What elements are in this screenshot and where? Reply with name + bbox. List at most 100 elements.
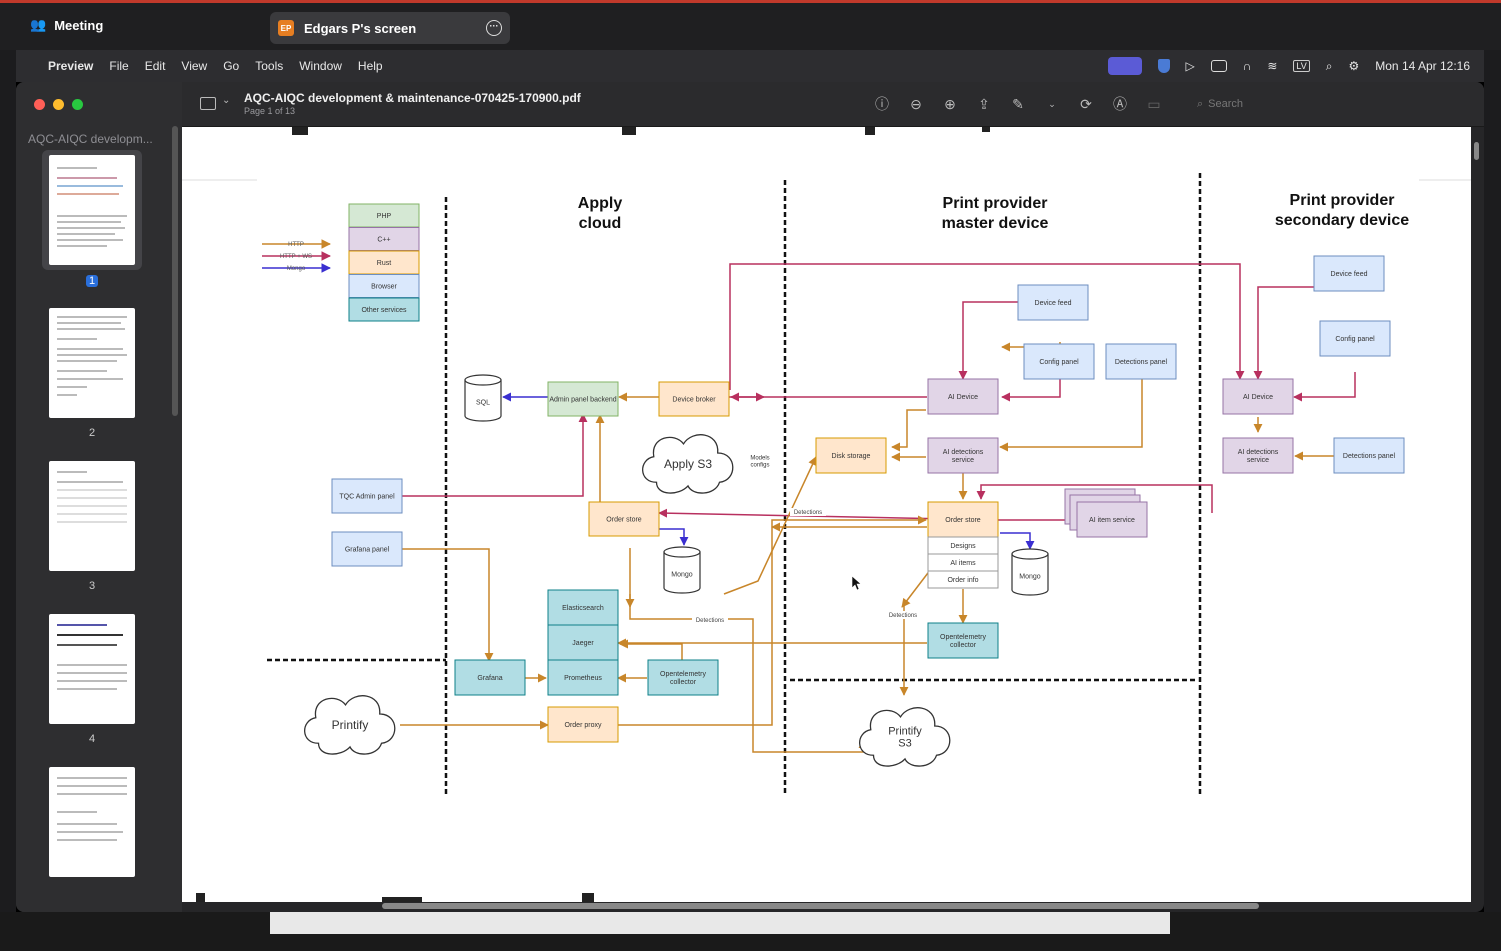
page-thumbnail-5[interactable] <box>49 767 135 877</box>
form-fill-icon[interactable]: ▭ <box>1147 95 1161 112</box>
page-thumbnail-3[interactable] <box>49 461 135 571</box>
info-icon[interactable]: ⓘ <box>875 96 889 112</box>
otel-collector-cloud-label: Opentelemetry <box>660 671 706 678</box>
page-horizontal-scrollbar[interactable] <box>382 903 1259 909</box>
device-broker[interactable] <box>658 381 730 417</box>
meeting-bar: 👥 Meeting EP Edgars P's screen ··· <box>0 0 1501 50</box>
apply-s3-cloud[interactable] <box>642 434 734 494</box>
search-field[interactable]: ⌕ Search <box>1197 93 1297 115</box>
tqc-admin-panel[interactable] <box>331 478 403 514</box>
ai-detections-service-secondary-label: AI detections <box>1238 449 1279 456</box>
close-icon[interactable] <box>34 99 45 110</box>
device-feed-secondary-label: Device feed <box>1331 271 1368 278</box>
page-thumbnail-4[interactable] <box>49 614 135 724</box>
minimize-icon[interactable] <box>53 99 64 110</box>
zoom-in-icon[interactable]: ⊕ <box>944 95 956 112</box>
page-footer-fragments <box>196 893 594 902</box>
config-panel-secondary[interactable] <box>1319 320 1391 357</box>
menu-view[interactable]: View <box>181 59 208 73</box>
headphones-icon[interactable]: ∩ <box>1242 59 1252 73</box>
legend-arrow-label: HTTP <box>288 242 304 248</box>
admin-panel-backend[interactable] <box>547 381 619 417</box>
grafana[interactable] <box>454 659 526 696</box>
screen-share-status-icon[interactable] <box>1107 57 1142 75</box>
menu-app-name[interactable]: Preview <box>48 59 94 73</box>
page-thumbnail-2[interactable] <box>49 308 135 418</box>
clock[interactable]: Mon 14 Apr 12:16 <box>1375 59 1470 73</box>
presenter-badge: EP <box>278 20 294 36</box>
otel-collector-master-label: Opentelemetry <box>940 634 986 641</box>
detections-edge-label: Detections <box>794 510 822 516</box>
diagram-edge <box>958 301 1018 380</box>
zoom-out-icon[interactable]: ⊖ <box>910 95 922 112</box>
otel-collector-master[interactable] <box>927 622 999 659</box>
play-icon[interactable]: ▷ <box>1185 59 1195 73</box>
mongo-master[interactable] <box>1011 548 1049 596</box>
ai-detections-service-secondary[interactable] <box>1222 437 1294 474</box>
spotlight-icon[interactable]: ⌕ <box>1325 58 1333 73</box>
diagram-edge <box>999 362 1143 452</box>
section-title-master: Print provider <box>943 195 1048 212</box>
input-language[interactable]: LV <box>1293 60 1310 72</box>
menu-go[interactable]: Go <box>223 59 240 73</box>
meeting-title-label: Meeting <box>54 17 104 33</box>
ai-item-service-label: AI item service <box>1089 517 1135 524</box>
order-store-master[interactable] <box>927 501 999 538</box>
ai-device-secondary[interactable] <box>1222 378 1294 415</box>
meeting-title[interactable]: 👥 Meeting <box>30 17 103 33</box>
order-store-cloud[interactable] <box>588 501 660 537</box>
device-feed-secondary[interactable] <box>1313 255 1385 292</box>
order-info-table[interactable] <box>927 570 999 589</box>
mongo-cloud[interactable] <box>663 546 701 594</box>
diagram-edge <box>891 409 926 452</box>
menu-window[interactable]: Window <box>299 59 342 73</box>
printify-s3-cloud[interactable] <box>859 707 951 767</box>
share-icon[interactable]: ⇪ <box>978 95 990 112</box>
screen-share-pill[interactable]: EP Edgars P's screen ··· <box>270 12 510 44</box>
otel-collector-cloud-label: collector <box>670 679 697 686</box>
diagram-edge <box>976 484 1213 513</box>
disk-storage[interactable] <box>815 437 887 474</box>
ai-device-master[interactable] <box>927 378 999 415</box>
more-options-icon[interactable]: ··· <box>486 20 502 36</box>
sidebar-scrollbar[interactable] <box>172 126 178 416</box>
rotate-icon[interactable]: ⟳ <box>1080 95 1092 112</box>
detections-panel-master-label: Detections panel <box>1115 359 1168 366</box>
menu-help[interactable]: Help <box>357 59 383 73</box>
menu-tools[interactable]: Tools <box>255 59 284 73</box>
jaeger-label: Jaeger <box>572 640 594 647</box>
wifi-icon[interactable]: ≋ <box>1267 59 1278 73</box>
otel-collector-cloud[interactable] <box>647 659 719 696</box>
device-feed-master[interactable] <box>1017 284 1089 321</box>
sql-db[interactable] <box>464 374 502 422</box>
detections-panel-secondary[interactable] <box>1333 437 1405 474</box>
detections-edge-label: Detections <box>889 613 917 619</box>
menu-file[interactable]: File <box>109 59 129 73</box>
order-proxy[interactable] <box>547 706 619 743</box>
page-thumbnail-1[interactable] <box>49 155 135 265</box>
markup-pen-icon[interactable]: ✎ <box>1012 95 1024 112</box>
control-center-icon[interactable]: ⚙ <box>1348 59 1360 73</box>
grafana-panel[interactable] <box>331 531 403 567</box>
annotate-icon[interactable]: Ⓐ <box>1113 96 1127 112</box>
detections-panel-master[interactable] <box>1105 343 1177 380</box>
page-vertical-scrollbar[interactable] <box>1474 142 1479 160</box>
printify-cloud[interactable] <box>304 695 396 755</box>
battery-icon[interactable] <box>1210 60 1227 72</box>
zoom-icon[interactable] <box>72 99 83 110</box>
status-icons: ▷ ∩ ≋ LV ⌕ ⚙ Mon 14 Apr 12:16 <box>1107 50 1470 82</box>
diagram-edge <box>729 263 1245 390</box>
sidebar-toggle-icon[interactable] <box>200 97 216 110</box>
markup-chevron-icon[interactable]: ⌄ <box>1048 98 1056 109</box>
prometheus[interactable] <box>547 659 619 696</box>
config-panel-master[interactable] <box>1023 343 1095 380</box>
elasticsearch[interactable] <box>547 589 619 626</box>
jaeger[interactable] <box>547 624 619 661</box>
chevron-down-icon[interactable]: ⌄ <box>222 95 231 106</box>
ai-detections-service-master[interactable] <box>927 437 999 474</box>
shield-icon[interactable] <box>1157 59 1170 73</box>
ai-item-service[interactable] <box>1076 501 1148 538</box>
menu-edit[interactable]: Edit <box>144 59 166 73</box>
